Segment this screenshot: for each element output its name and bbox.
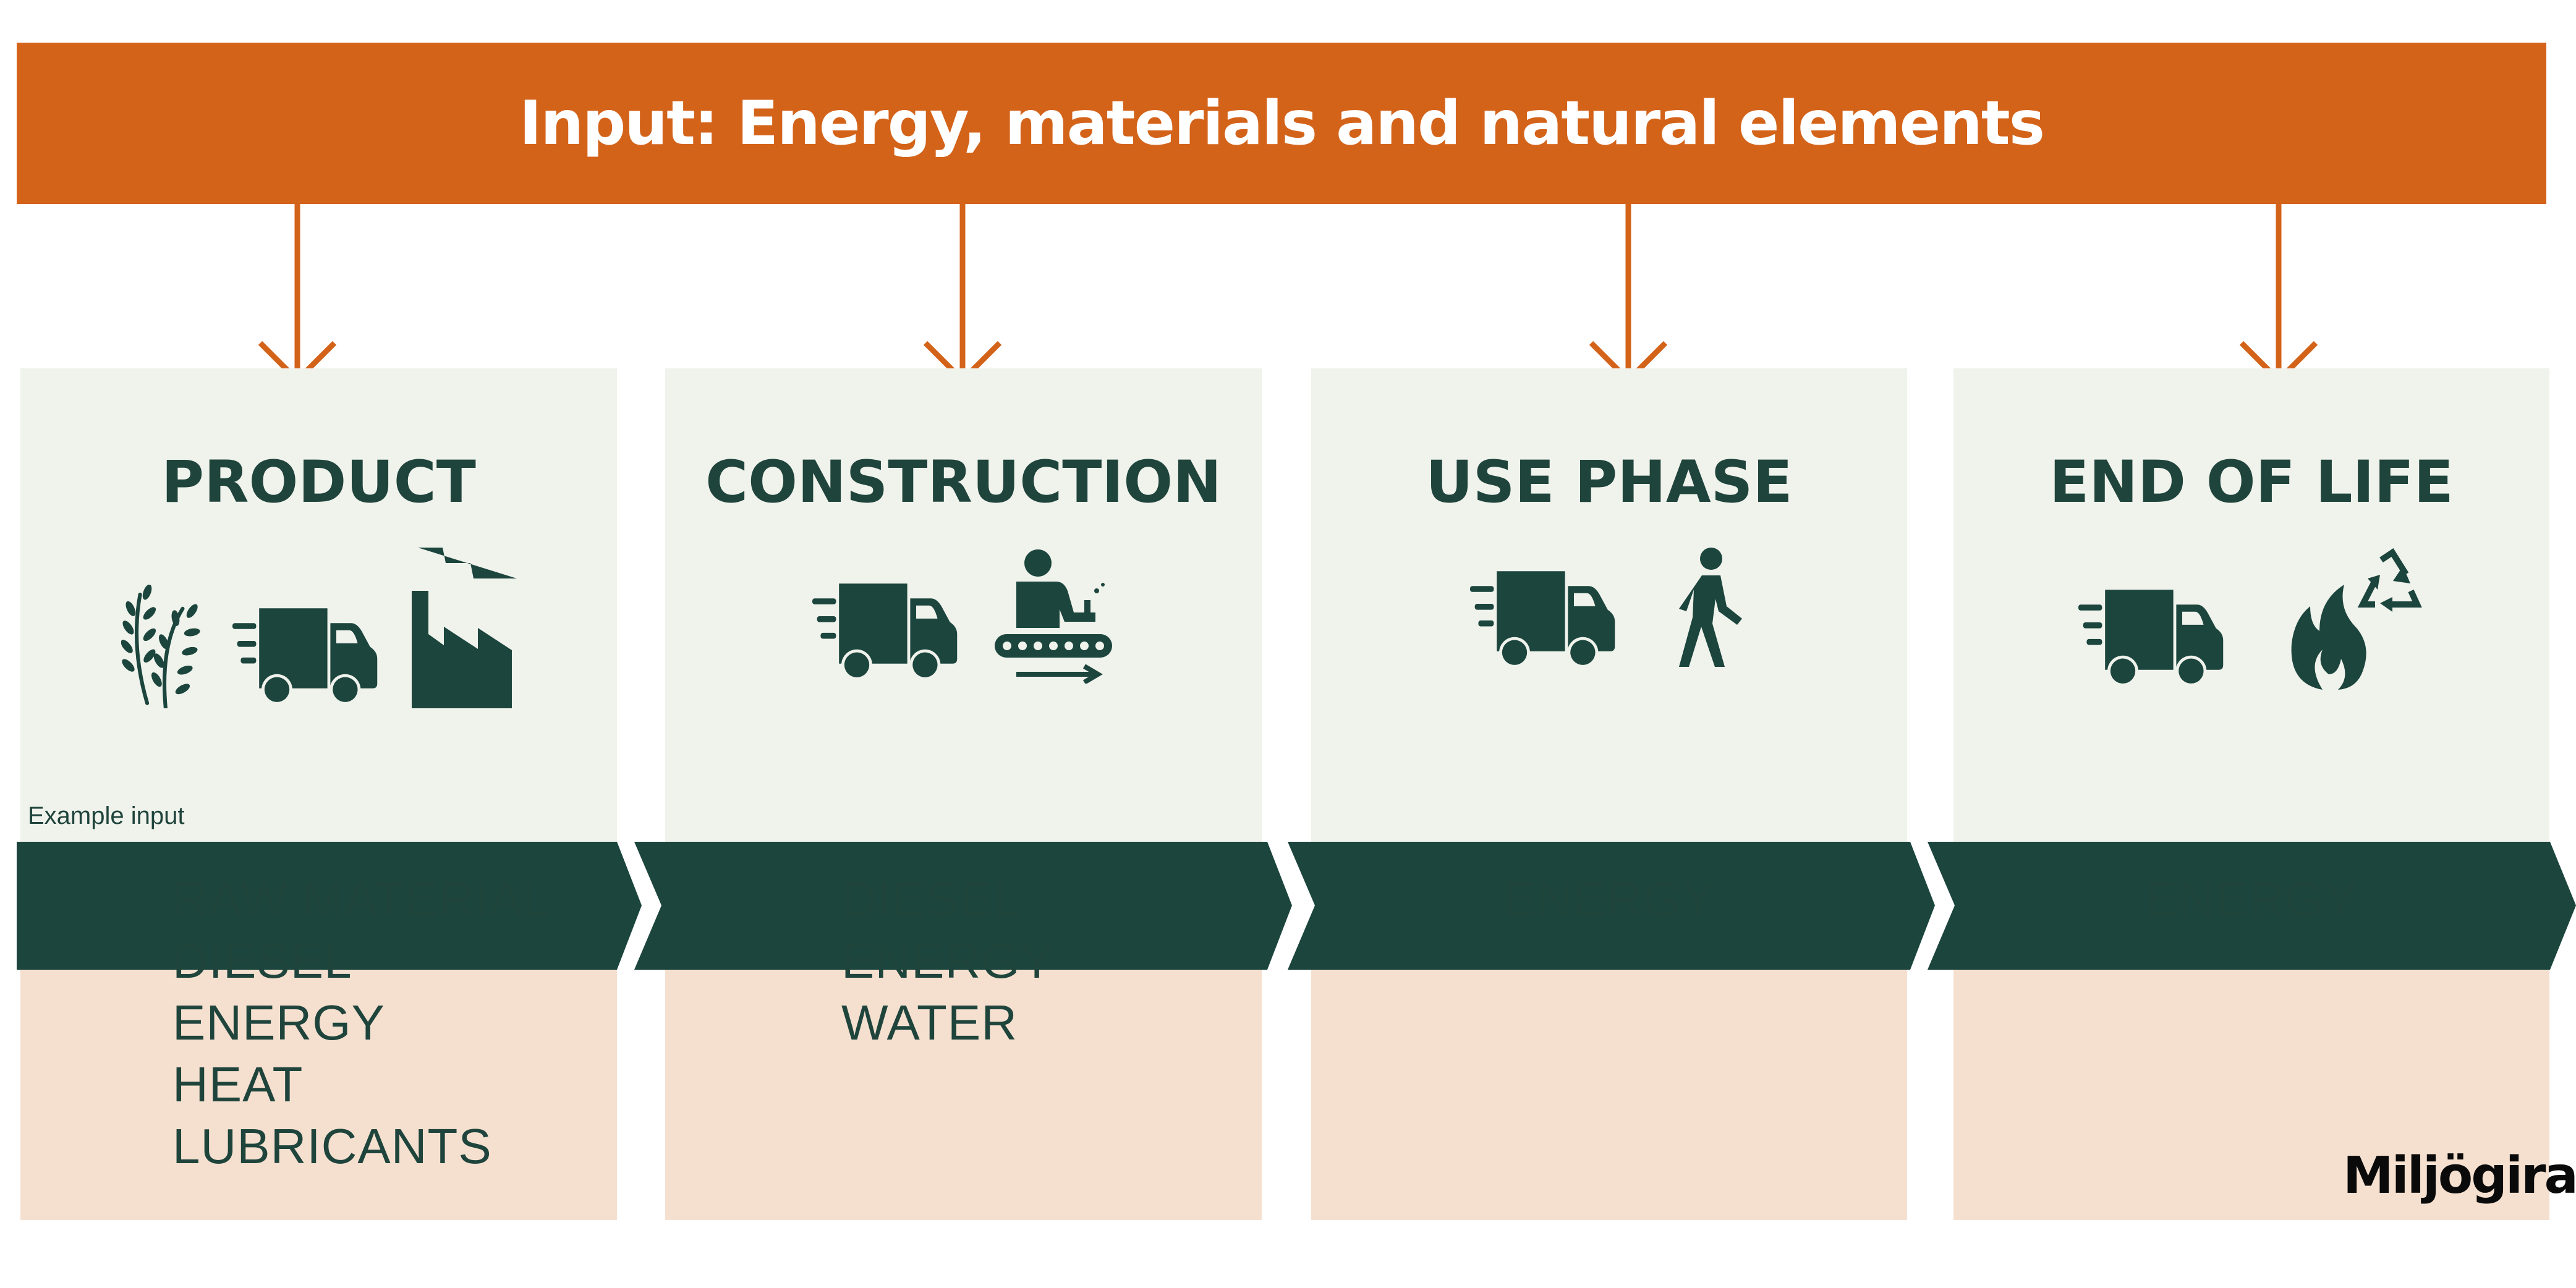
stage-end-of-life-card: END OF LIFE bbox=[1953, 368, 2549, 842]
end-of-life-input-list: ENERGY bbox=[1953, 868, 2549, 930]
fire-icon bbox=[2291, 585, 2366, 690]
list-item: HEAT bbox=[172, 1057, 304, 1112]
down-arrow-icon bbox=[1589, 204, 1668, 383]
list-item: WATER bbox=[841, 995, 1018, 1050]
list-item: RAW MATERIAL bbox=[172, 871, 551, 926]
stage-end-of-life-inputs bbox=[1953, 970, 2549, 1220]
miljogiraff-logo: Miljögiraff bbox=[2343, 1146, 2576, 1205]
list-item: ENERGY bbox=[2145, 871, 2358, 926]
stage-title: PRODUCT bbox=[161, 449, 476, 516]
lifecycle-arrow-band bbox=[17, 842, 2576, 970]
worker-conveyor-icon bbox=[994, 549, 1112, 684]
chevron-segment bbox=[634, 842, 1292, 970]
example-input-label: Example input bbox=[28, 802, 185, 829]
list-item: DIESEL bbox=[841, 871, 1021, 926]
list-item: DIESEL bbox=[172, 933, 352, 988]
delivery-truck-icon bbox=[2078, 585, 2227, 690]
stage-use-phase-card: USE PHASE bbox=[1311, 368, 1907, 842]
down-arrow-icon bbox=[258, 204, 337, 383]
walking-person-icon bbox=[1679, 548, 1742, 667]
stage-title: USE PHASE bbox=[1426, 449, 1793, 516]
wheat-icon bbox=[121, 585, 200, 708]
stage-product-card: PRODUCT bbox=[20, 368, 617, 842]
input-banner: Input: Energy, materials and natural ele… bbox=[17, 43, 2546, 204]
stage-use-phase-inputs bbox=[1311, 970, 1907, 1220]
recycle-icon bbox=[2357, 548, 2422, 608]
use-phase-input-list: ENERGY bbox=[1311, 868, 1907, 930]
stage-construction-card: CONSTRUCTION bbox=[665, 368, 1262, 842]
fire-recycle-icon bbox=[2291, 548, 2422, 690]
down-arrow-icon bbox=[2239, 204, 2318, 383]
delivery-truck-icon bbox=[812, 578, 961, 684]
chevron-segment bbox=[1928, 842, 2576, 970]
list-item: ENERGY bbox=[1503, 871, 1715, 926]
list-item: ENERGY bbox=[841, 933, 1054, 988]
stage-title: CONSTRUCTION bbox=[705, 449, 1222, 516]
factory-icon bbox=[411, 548, 517, 708]
stage-product-inputs bbox=[20, 970, 617, 1220]
chevron-segment bbox=[1288, 842, 1935, 970]
list-item: LUBRICANTS bbox=[172, 1119, 492, 1174]
product-input-list: RAW MATERIAL DIESEL ENERGY HEAT LUBRICAN… bbox=[172, 868, 551, 1177]
stage-construction-inputs bbox=[665, 970, 1262, 1220]
construction-input-list: DIESEL ENERGY WATER bbox=[841, 868, 1054, 1054]
delivery-truck-icon bbox=[1470, 566, 1618, 671]
down-arrow-icon bbox=[923, 204, 1002, 383]
delivery-truck-icon bbox=[232, 603, 381, 708]
banner-title: Input: Energy, materials and natural ele… bbox=[519, 88, 2045, 159]
stage-title: END OF LIFE bbox=[2049, 449, 2454, 516]
chevron-segment bbox=[17, 842, 642, 970]
list-item: ENERGY bbox=[172, 995, 385, 1050]
